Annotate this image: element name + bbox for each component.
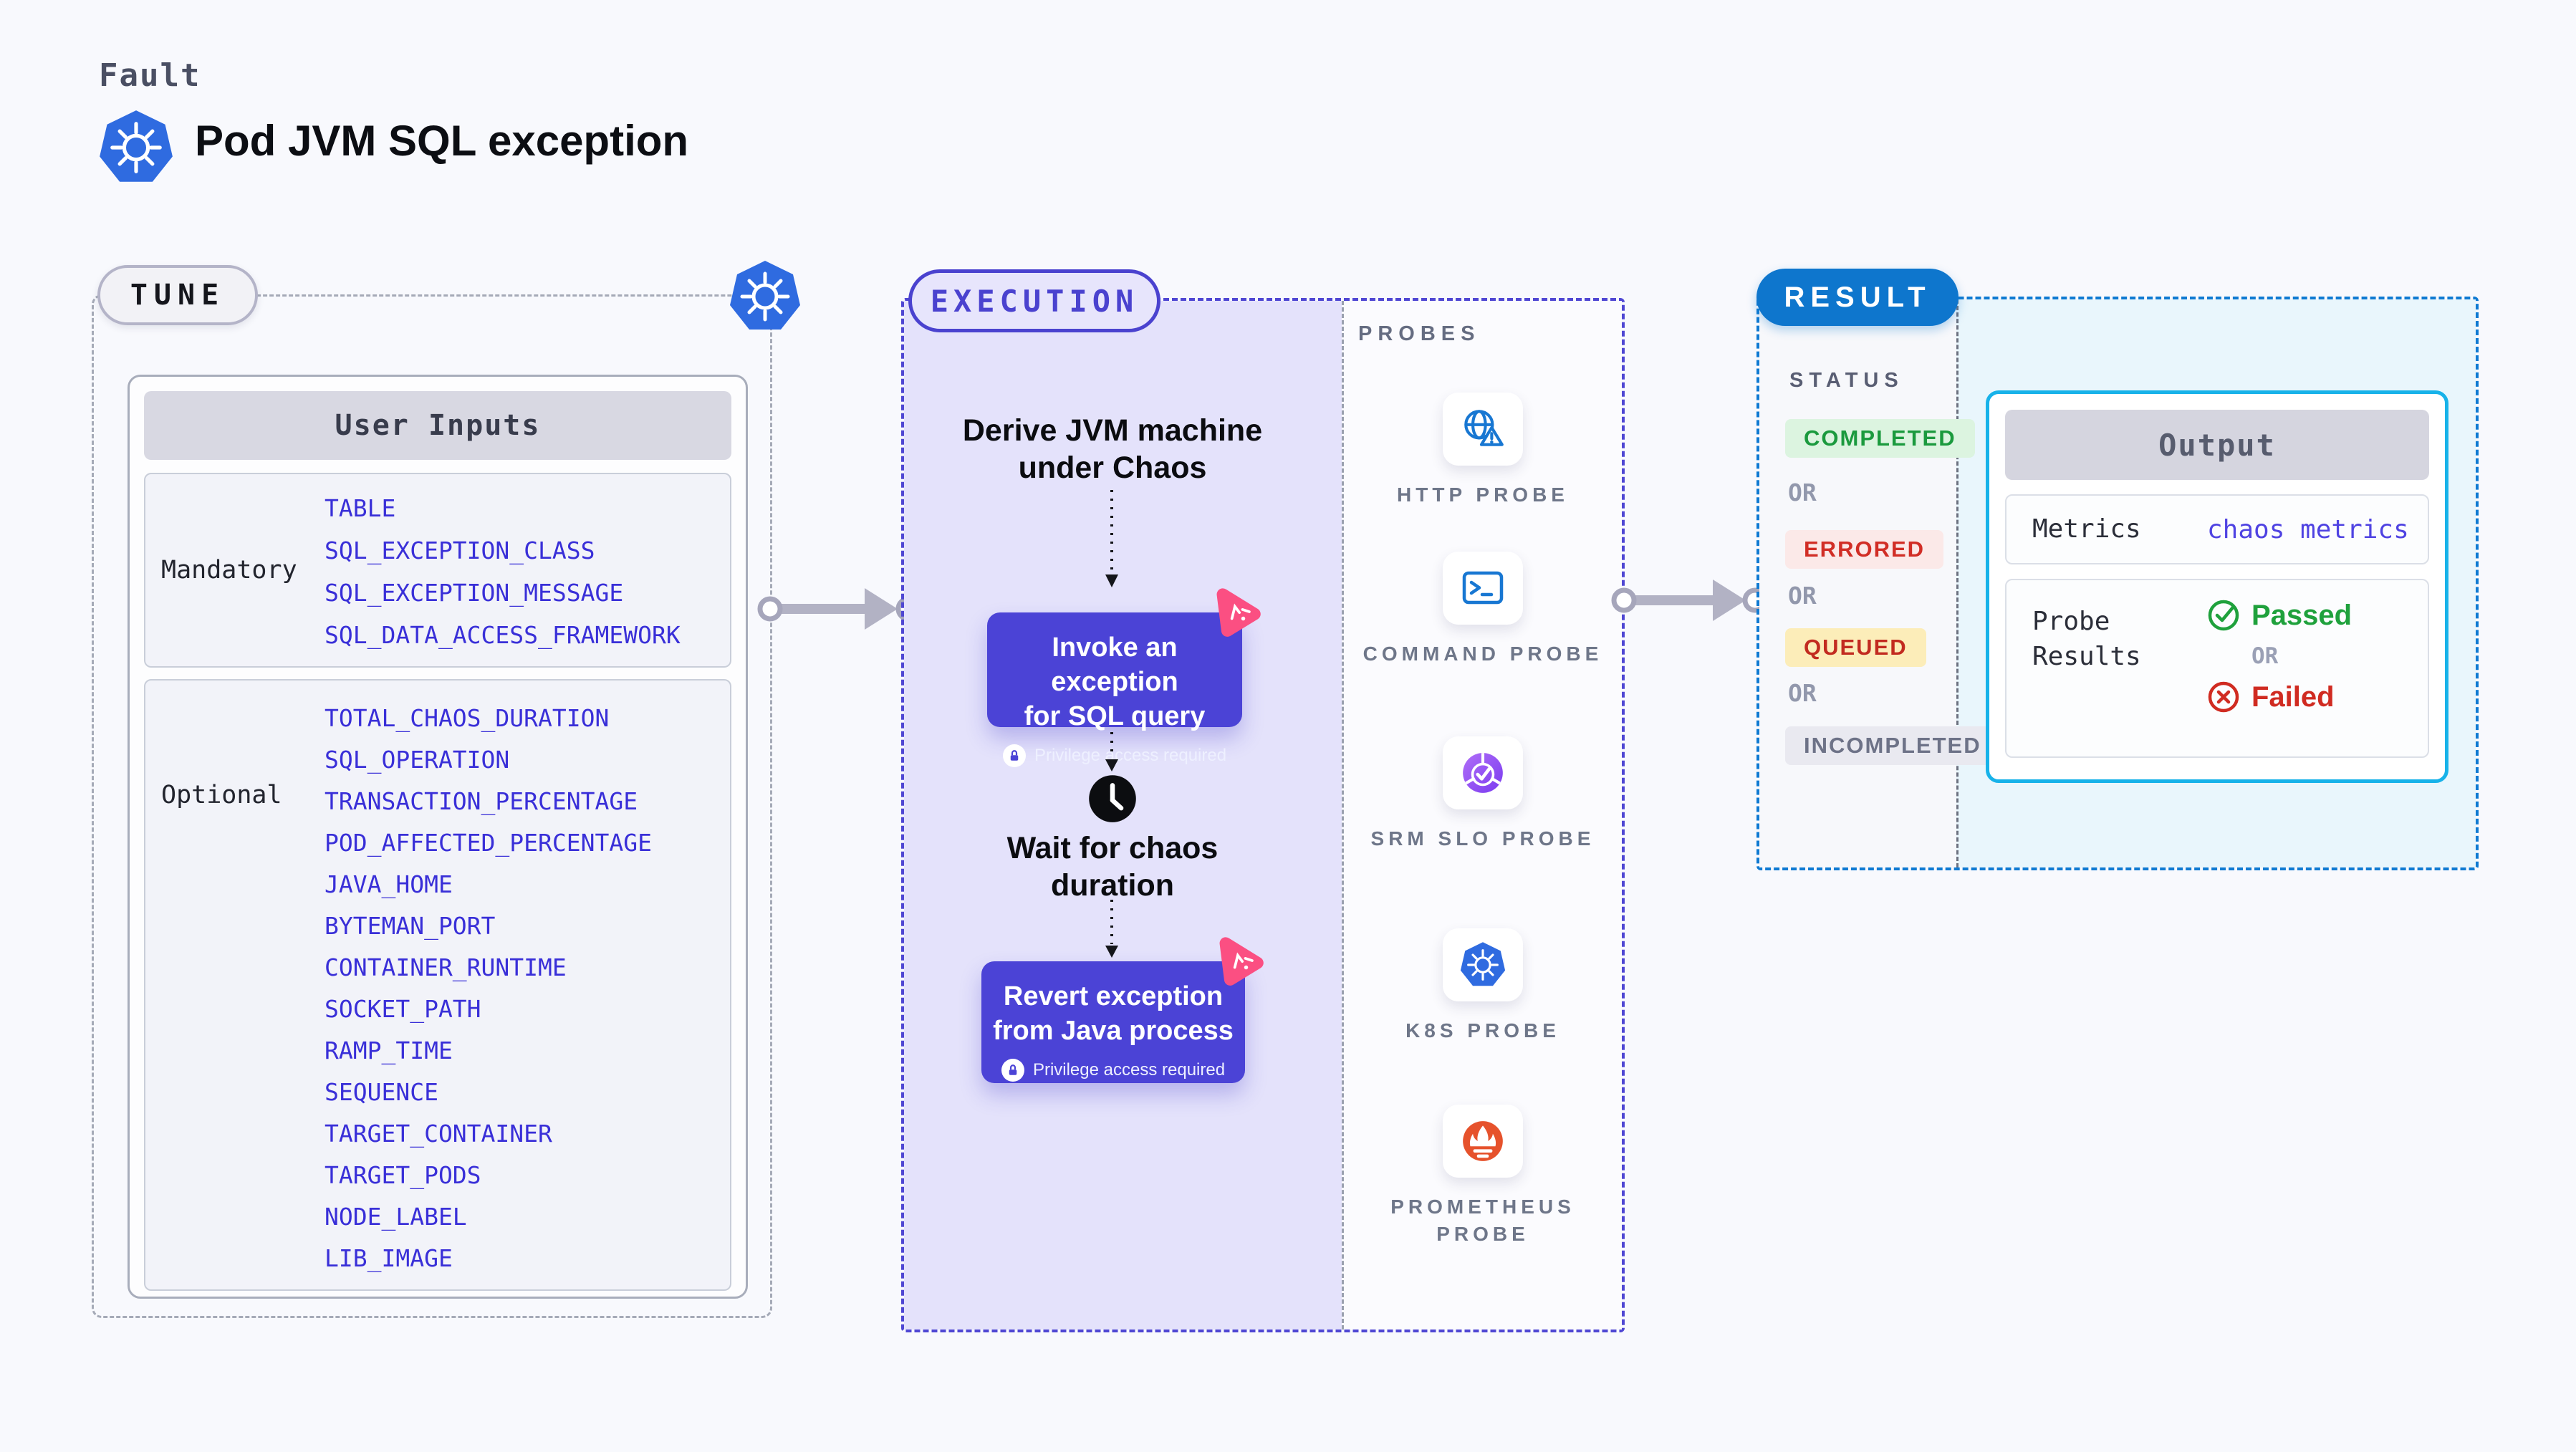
page-title: Pod JVM SQL exception — [195, 117, 689, 165]
probe-results-row: Probe Results Passed OR Faile — [2005, 579, 2429, 758]
derive-step-label: Derive JVM machine under Chaos — [962, 413, 1263, 486]
k8s-probe-tile — [1443, 928, 1523, 1001]
status-badge-errored: ERRORED — [1785, 530, 1944, 569]
failed-line: Failed — [2207, 681, 2335, 713]
metrics-row: Metrics chaos metrics — [2005, 494, 2429, 564]
slo-check-icon — [1463, 753, 1503, 793]
execution-to-result-arrow — [1611, 580, 1768, 621]
probe-label: HTTP PROBE — [1397, 484, 1569, 506]
input-param: SEQUENCE — [325, 1078, 438, 1106]
output-card: Output Metrics chaos metrics Probe Resul… — [1986, 390, 2448, 783]
input-param: TOTAL_CHAOS_DURATION — [325, 704, 610, 732]
check-circle-icon — [2208, 600, 2239, 631]
result-pill: RESULT — [1756, 269, 1959, 326]
tune-pill: TUNE — [97, 265, 258, 325]
passed-line: Passed — [2207, 599, 2352, 632]
flow-connector-arrow — [1105, 732, 1118, 771]
http-probe-tile — [1443, 393, 1523, 466]
wait-step-label: Wait for chaos duration — [1006, 831, 1219, 903]
input-param: SQL_EXCEPTION_MESSAGE — [325, 579, 624, 607]
litmus-chaos-icon — [1216, 588, 1261, 637]
probe-label: COMMAND PROBE — [1363, 643, 1603, 665]
input-param: SQL_OPERATION — [325, 746, 510, 774]
probe-results-label: Probe Results — [2032, 607, 2141, 671]
kubernetes-icon — [1460, 942, 1506, 986]
failed-label: Failed — [2251, 681, 2335, 713]
probe-label: K8S PROBE — [1405, 1019, 1560, 1042]
terminal-icon — [1462, 571, 1504, 605]
probe-results-values: Passed OR Failed — [2171, 580, 2428, 756]
probes-label: PROBES — [1358, 322, 1481, 345]
command-probe-tile — [1443, 552, 1523, 625]
metrics-label: Metrics — [2032, 514, 2141, 544]
prometheus-probe-tile — [1443, 1105, 1523, 1178]
output-title: Output — [2005, 410, 2429, 480]
or-label: OR — [1788, 679, 1817, 707]
mandatory-label: Mandatory — [161, 556, 297, 585]
execution-pill: EXECUTION — [908, 269, 1160, 332]
privilege-label: Privilege access required — [1032, 1059, 1226, 1080]
probe-label: SRM SLO PROBE — [1370, 827, 1595, 850]
input-param: TRANSACTION_PERCENTAGE — [325, 787, 638, 815]
probe-label: PROMETHEUS PROBE — [1390, 1196, 1575, 1245]
privilege-row: Privilege access required — [981, 1058, 1245, 1082]
mandatory-inputs-panel: Mandatory TABLE SQL_EXCEPTION_CLASS SQL_… — [144, 473, 731, 668]
kubernetes-icon — [730, 261, 800, 330]
input-param: BYTEMAN_PORT — [325, 912, 496, 940]
revert-exception-node: Revert exception from Java process Privi… — [981, 937, 1264, 1083]
optional-items: TOTAL_CHAOS_DURATION SQL_OPERATION TRANS… — [325, 681, 652, 1289]
lock-icon — [1002, 744, 1026, 767]
input-param: CONTAINER_RUNTIME — [325, 953, 567, 981]
or-label: OR — [2251, 643, 2279, 669]
input-param: SOCKET_PATH — [325, 995, 481, 1023]
fault-eyebrow: Fault — [99, 57, 201, 94]
user-inputs-card: User Inputs Mandatory TABLE SQL_EXCEPTIO… — [128, 375, 748, 1299]
privilege-label: Privilege access required — [1034, 745, 1227, 765]
or-label: OR — [1788, 479, 1817, 506]
x-circle-icon — [2208, 681, 2239, 713]
user-inputs-title: User Inputs — [144, 391, 731, 460]
prometheus-icon — [1463, 1121, 1503, 1161]
globe-alert-icon — [1464, 410, 1504, 446]
passed-label: Passed — [2251, 599, 2352, 631]
invoke-exception-title: Invoke an exception for SQL query — [1024, 633, 1206, 731]
status-badge-incompleted: INCOMPLETED — [1785, 726, 2000, 765]
input-param: TARGET_PODS — [325, 1161, 481, 1189]
status-badge-queued: QUEUED — [1785, 628, 1926, 667]
metrics-value: chaos metrics — [2207, 514, 2409, 544]
or-label: OR — [1788, 582, 1817, 610]
input-param: POD_AFFECTED_PERCENTAGE — [325, 829, 652, 857]
privilege-row: Privilege access required — [987, 744, 1242, 767]
mandatory-items: TABLE SQL_EXCEPTION_CLASS SQL_EXCEPTION_… — [325, 474, 681, 666]
input-param: LIB_IMAGE — [325, 1244, 453, 1272]
clock-icon — [1089, 775, 1136, 822]
optional-label: Optional — [161, 781, 282, 809]
revert-exception-title: Revert exception from Java process — [993, 981, 1234, 1046]
lock-icon — [1001, 1058, 1024, 1082]
input-param: SQL_DATA_ACCESS_FRAMEWORK — [325, 621, 681, 649]
tune-section-box — [92, 294, 772, 1318]
input-param: SQL_EXCEPTION_CLASS — [325, 537, 595, 564]
srm-slo-probe-tile — [1443, 736, 1523, 809]
invoke-exception-node: Invoke an exception for SQL query Privil… — [987, 588, 1261, 767]
optional-inputs-panel: Optional TOTAL_CHAOS_DURATION SQL_OPERAT… — [144, 679, 731, 1291]
status-badge-completed: COMPLETED — [1785, 419, 1975, 458]
kubernetes-icon — [100, 110, 173, 182]
status-label: STATUS — [1789, 369, 1904, 392]
flow-connector-arrow — [1105, 490, 1118, 587]
litmus-chaos-icon — [1219, 937, 1264, 986]
input-param: TARGET_CONTAINER — [325, 1120, 552, 1148]
input-param: NODE_LABEL — [325, 1203, 467, 1231]
input-param: TABLE — [325, 494, 396, 522]
input-param: RAMP_TIME — [325, 1037, 453, 1064]
input-param: JAVA_HOME — [325, 870, 453, 898]
flow-connector-arrow — [1105, 891, 1118, 958]
status-area — [1759, 299, 1956, 867]
